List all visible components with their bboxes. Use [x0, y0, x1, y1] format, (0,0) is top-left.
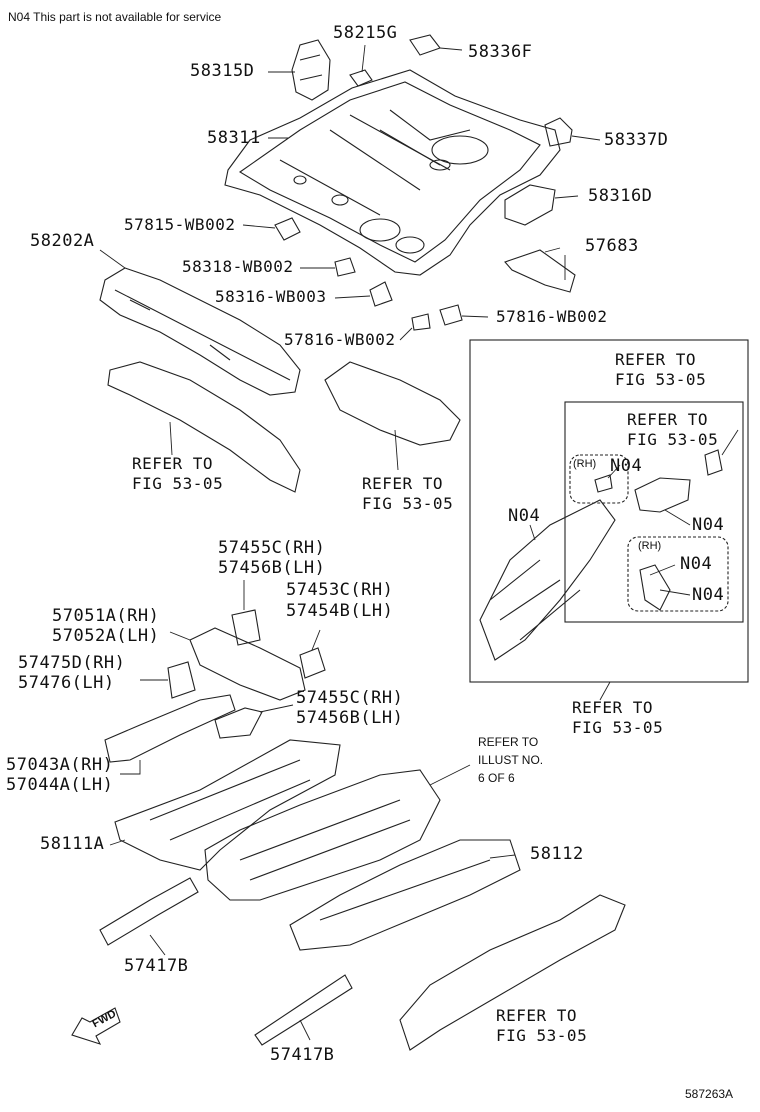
label-57816-left: 57816-WB002 [284, 330, 396, 349]
label-57052a: 57052A(LH) [52, 626, 160, 646]
ref-line-1: REFER TO [362, 474, 444, 493]
floor-tunnel [204, 769, 441, 901]
ref-center: REFER TO FIG 53-05 [362, 474, 453, 514]
ref-detail-bottom: REFER TO FIG 53-05 [572, 698, 663, 738]
label-58337d: 58337D [604, 130, 669, 150]
ref-line-2: FIG 53-05 [132, 474, 224, 493]
rocker-57417b-1 [99, 877, 199, 946]
bracket-58316d [504, 184, 556, 226]
detail-box [469, 339, 749, 683]
label-58316d: 58316D [588, 186, 653, 206]
label-57051a: 57051A(RH) [52, 606, 160, 626]
side-member-ref [399, 894, 626, 1051]
illust-ref-line-3: 6 OF 6 [478, 771, 515, 785]
label-57476: 57476(LH) [18, 673, 115, 693]
bracket-58215g [349, 69, 373, 87]
label-57417b-2: 57417B [270, 1045, 335, 1065]
rear-floor-pan [224, 69, 561, 276]
bracket-58337d [544, 117, 573, 147]
ref-detail-top: REFER TO FIG 53-05 [615, 350, 706, 390]
bracket-58315d [291, 39, 331, 101]
ref-line-1: REFER TO [132, 454, 214, 473]
bracket-58336f [409, 34, 441, 56]
ref-side-member: REFER TO FIG 53-05 [496, 1006, 587, 1046]
label-58111a: 58111A [40, 834, 105, 854]
illust-ref-line-2: ILLUST NO. [478, 753, 544, 767]
label-57456b-top: 57456B(LH) [218, 558, 326, 578]
label-57454b: 57454B(LH) [286, 601, 394, 621]
ref-line-1: REFER TO [496, 1006, 578, 1025]
label-58311: 58311 [207, 128, 261, 148]
crossmember-57043a [104, 694, 236, 763]
label-57683: 57683 [585, 236, 639, 256]
n04-label-d: N04 [680, 554, 713, 574]
n04-label-c: N04 [692, 515, 725, 535]
crossmember-58202a [99, 267, 301, 396]
label-57044a: 57044A(LH) [6, 775, 114, 795]
n04-label-e: N04 [692, 585, 725, 605]
rh-tag-bottom: (RH) [638, 540, 662, 552]
label-57815: 57815-WB002 [124, 215, 236, 234]
label-57456b-bottom: 57456B(LH) [296, 708, 404, 728]
bracket-58316wb [369, 281, 393, 307]
bracket-58318 [334, 257, 356, 277]
fwd-arrow-icon [71, 1007, 121, 1045]
illust-ref: REFER TO ILLUST NO. 6 OF 6 [478, 733, 543, 787]
label-57816-right: 57816-WB002 [496, 307, 608, 326]
bracket-57455c-top [231, 609, 261, 646]
illust-ref-line-1: REFER TO [478, 735, 539, 749]
brace-57683 [504, 249, 576, 293]
label-58318: 58318-WB002 [182, 257, 294, 276]
label-58315d: 58315D [190, 61, 255, 81]
ref-left-rocker: REFER TO FIG 53-05 [132, 454, 223, 494]
bracket-57453c [299, 647, 326, 679]
crossmember-57051a [189, 627, 306, 701]
label-58202a: 58202A [30, 231, 95, 251]
label-57475d: 57475D(RH) [18, 653, 126, 673]
ref-line-1: REFER TO [627, 410, 709, 429]
bracket-57815 [274, 217, 301, 241]
ref-line-2: FIG 53-05 [572, 718, 664, 737]
bracket-57816-right [439, 304, 463, 326]
ref-line-1: REFER TO [615, 350, 697, 369]
rocker-57417b-2 [254, 974, 353, 1046]
label-57455c-bottom: 57455C(RH) [296, 688, 404, 708]
leader-lines [99, 44, 739, 1041]
ref-detail-inner: REFER TO FIG 53-05 [627, 410, 718, 450]
label-58316wb: 58316-WB003 [215, 287, 327, 306]
rh-tag-top: (RH) [573, 458, 597, 470]
crossmember-center-ref [324, 361, 461, 446]
header-note: N04 This part is not available for servi… [8, 10, 222, 24]
n04-label-b: N04 [508, 506, 541, 526]
bracket-57455c-bottom [214, 707, 263, 739]
ref-line-2: FIG 53-05 [615, 370, 707, 389]
bracket-57816-left [411, 313, 431, 331]
label-57453c: 57453C(RH) [286, 580, 394, 600]
label-58112: 58112 [530, 844, 584, 864]
front-floor-pan-58112 [289, 839, 521, 951]
label-58336f: 58336F [468, 42, 533, 62]
ref-line-2: FIG 53-05 [496, 1026, 588, 1045]
label-58215g: 58215G [333, 23, 398, 43]
illustration-code: 587263A [685, 1087, 734, 1101]
label-57455c-top: 57455C(RH) [218, 538, 326, 558]
ref-line-2: FIG 53-05 [627, 430, 719, 449]
ref-line-1: REFER TO [572, 698, 654, 717]
label-57043a: 57043A(RH) [6, 755, 114, 775]
label-57417b-1: 57417B [124, 956, 189, 976]
bracket-57475d [167, 661, 196, 699]
n04-label-a: N04 [610, 456, 643, 476]
front-floor-pan-58111a [114, 739, 341, 871]
ref-line-2: FIG 53-05 [362, 494, 454, 513]
rocker-left-ref [107, 361, 301, 493]
